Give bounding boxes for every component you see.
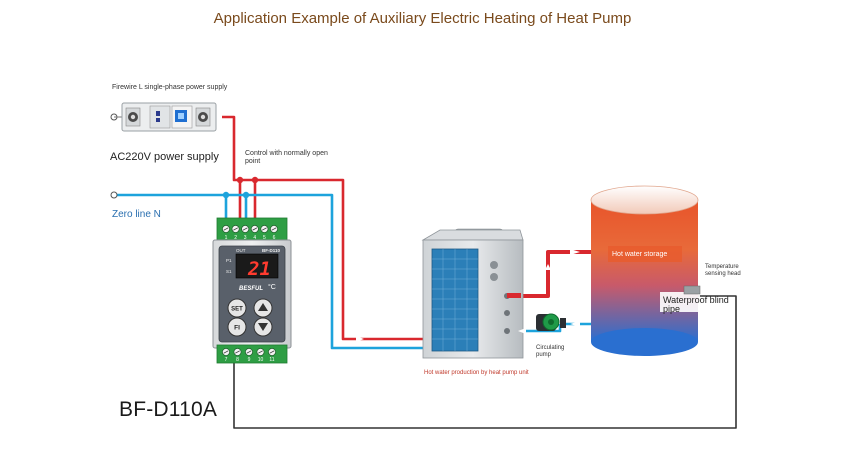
terminal-number: 4 — [253, 235, 256, 241]
controller-indicator-1: P1 — [226, 258, 232, 263]
neutral-wire — [114, 193, 598, 350]
terminal-number: 9 — [248, 357, 251, 363]
power-supply-label: Firewire L single-phase power supply — [112, 84, 228, 91]
flow-arrow-icon — [518, 328, 526, 334]
terminal-slot — [233, 227, 238, 231]
terminal-slot — [252, 227, 258, 231]
temperature-controller — [212, 217, 292, 364]
flow-arrow-icon — [570, 321, 580, 327]
flow-arrow-icon — [545, 264, 551, 270]
terminal-slot — [235, 350, 240, 354]
down-arrow-icon — [258, 323, 268, 331]
junction-dot — [236, 176, 244, 184]
waterproof-blind-pipe-label: Waterproof blind pipe — [663, 295, 729, 315]
set-button[interactable] — [227, 298, 247, 318]
terminal-number: 11 — [269, 357, 274, 363]
flow-arrow-icon — [570, 249, 580, 255]
terminal-slot — [242, 227, 248, 231]
circulating-pump — [536, 313, 566, 331]
ac-supply-label: AC220V power supply — [110, 151, 219, 163]
junction-dot — [251, 176, 259, 184]
fi-button-label: FI — [234, 325, 240, 332]
junction-dot — [222, 191, 230, 199]
terminal-number: 7 — [225, 357, 228, 363]
terminal-slot — [269, 350, 275, 354]
display-value: 21 — [247, 258, 271, 280]
zero-line-label: Zero line N — [112, 209, 161, 220]
terminal-number: 5 — [263, 235, 266, 241]
terminal-number: 10 — [258, 357, 264, 363]
terminal-slot — [258, 350, 263, 354]
set-button-label: SET — [231, 307, 243, 313]
bottom-terminals: 7 8 9 10 11 — [222, 348, 276, 363]
terminal-slot — [223, 350, 229, 354]
junction-dot — [242, 191, 250, 199]
hot-water-storage-label: Hot water storage — [612, 251, 668, 258]
zero-terminal — [110, 191, 118, 199]
terminal-slot — [262, 227, 267, 231]
hot-water-tank — [590, 185, 701, 356]
temp-sensing-head-label: Temperature sensing head — [705, 264, 741, 277]
terminal-number: 8 — [236, 357, 239, 363]
terminal-number: 6 — [273, 235, 276, 241]
flow-arrow-icon — [356, 336, 364, 342]
hot-pipe — [520, 250, 598, 298]
terminal-slot — [223, 227, 229, 231]
terminal-slot — [271, 227, 277, 231]
controller-indicator-2: S1 — [226, 269, 232, 274]
circuit-breaker — [114, 102, 217, 132]
terminal-number: 2 — [234, 235, 237, 241]
heat-pump-unit-label: Hot water production by heat pump unit — [424, 370, 529, 376]
controller-out-label: OUT — [236, 248, 246, 253]
terminal-slot — [246, 350, 252, 354]
controller-model-top: BF-D110 — [262, 248, 281, 253]
terminal-number: 1 — [225, 235, 228, 241]
controller-brand: BESFUL — [239, 286, 263, 292]
model-label: BF-D110A — [119, 398, 218, 421]
diagram-title: Application Example of Auxiliary Electri… — [213, 10, 632, 27]
sensor-wire — [233, 295, 737, 429]
control-label: Control with normally open point — [245, 150, 328, 165]
fi-button[interactable] — [227, 317, 247, 337]
heat-pump-unit — [421, 228, 524, 359]
up-arrow-icon — [258, 303, 268, 311]
display-unit: °C — [268, 283, 276, 291]
terminal-number: 3 — [244, 235, 247, 241]
circulating-pump-label: Circulating pump — [536, 345, 565, 358]
